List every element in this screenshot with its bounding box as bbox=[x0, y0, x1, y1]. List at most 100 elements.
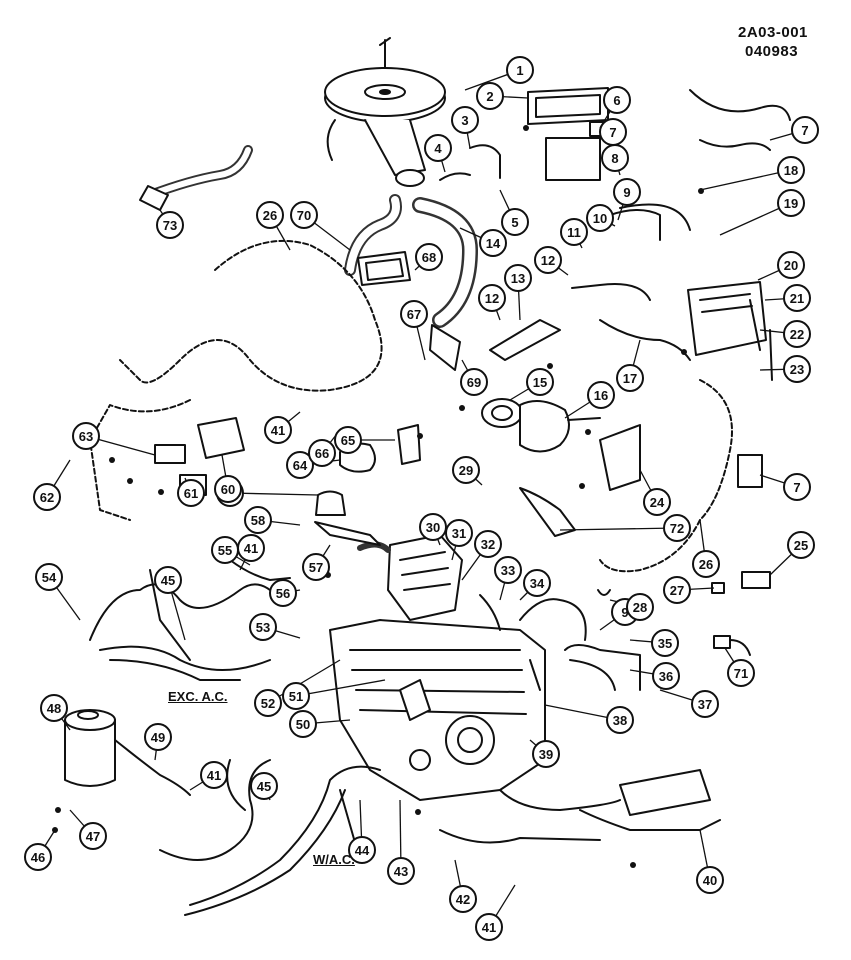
callout-42: 42 bbox=[449, 885, 477, 913]
callout-circle bbox=[506, 56, 534, 84]
callout-number: 39 bbox=[539, 747, 553, 762]
callout-16: 16 bbox=[587, 381, 615, 409]
callout-68: 68 bbox=[415, 243, 443, 271]
callout-circle bbox=[526, 368, 554, 396]
callout-circle bbox=[334, 426, 362, 454]
callout-number: 17 bbox=[623, 371, 637, 386]
callout-circle bbox=[663, 514, 691, 542]
callout-number: 68 bbox=[422, 250, 436, 265]
callout-number: 62 bbox=[40, 490, 54, 505]
connectors bbox=[597, 454, 771, 656]
callout-circle bbox=[616, 364, 644, 392]
callout-23: 23 bbox=[783, 355, 811, 383]
brackets bbox=[489, 299, 773, 537]
callout-circle bbox=[651, 629, 679, 657]
callout-48: 48 bbox=[40, 694, 68, 722]
callout-number: 33 bbox=[501, 563, 515, 578]
callout-circle bbox=[308, 439, 336, 467]
callout-26: 26 bbox=[256, 201, 284, 229]
callout-50: 50 bbox=[289, 710, 317, 738]
callout-number: 41 bbox=[244, 541, 258, 556]
callout-circle bbox=[400, 300, 428, 328]
callout-56: 56 bbox=[269, 579, 297, 607]
callout-circle bbox=[452, 456, 480, 484]
callout-34: 34 bbox=[523, 569, 551, 597]
callout-number: 11 bbox=[567, 225, 581, 240]
callout-circle bbox=[791, 116, 819, 144]
callout-26: 26 bbox=[692, 550, 720, 578]
callout-circle bbox=[156, 211, 184, 239]
callout-number: 12 bbox=[485, 291, 499, 306]
callout-73: 73 bbox=[156, 211, 184, 239]
callout-17: 17 bbox=[616, 364, 644, 392]
callout-number: 70 bbox=[297, 208, 311, 223]
callout-number: 30 bbox=[426, 520, 440, 535]
callout-number: 4 bbox=[434, 141, 442, 156]
callout-number: 56 bbox=[276, 586, 290, 601]
callout-number: 51 bbox=[289, 689, 303, 704]
air-cleaner bbox=[324, 37, 446, 187]
callout-circle bbox=[348, 836, 376, 864]
callout-circle bbox=[249, 613, 277, 641]
callout-circle bbox=[419, 513, 447, 541]
callout-number: 9 bbox=[623, 185, 630, 200]
callout-number: 32 bbox=[481, 537, 495, 552]
callout-circle bbox=[663, 576, 691, 604]
callout-leader bbox=[229, 492, 319, 496]
callout-63: 63 bbox=[72, 422, 100, 450]
callout-number: 7 bbox=[801, 123, 808, 138]
callout-circle bbox=[35, 563, 63, 591]
callout-number: 26 bbox=[263, 208, 277, 223]
callout-20: 20 bbox=[777, 251, 805, 279]
callout-72: 72 bbox=[663, 514, 691, 542]
wiring-harness bbox=[89, 239, 733, 573]
callout-53: 53 bbox=[249, 613, 277, 641]
callout-number: 41 bbox=[482, 920, 496, 935]
callout-number: 45 bbox=[257, 779, 271, 794]
callout-leader bbox=[295, 679, 386, 697]
callout-number: 12 bbox=[541, 253, 555, 268]
callout-19: 19 bbox=[777, 189, 805, 217]
callout-number: 69 bbox=[467, 375, 481, 390]
callout-47: 47 bbox=[79, 822, 107, 850]
callout-18: 18 bbox=[777, 156, 805, 184]
intake-manifold bbox=[329, 619, 546, 801]
callout-circle bbox=[494, 556, 522, 584]
callout-number: 5 bbox=[511, 215, 518, 230]
callout-circle bbox=[783, 320, 811, 348]
callout-67: 67 bbox=[400, 300, 428, 328]
callout-number: 67 bbox=[407, 307, 421, 322]
callout-circle bbox=[613, 178, 641, 206]
callout-number: 45 bbox=[161, 573, 175, 588]
callout-circle bbox=[534, 246, 562, 274]
callout-29: 29 bbox=[452, 456, 480, 484]
callout-number: 21 bbox=[790, 291, 804, 306]
callout-number: 34 bbox=[530, 576, 545, 591]
callout-circle bbox=[777, 156, 805, 184]
callout-3: 3 bbox=[451, 106, 479, 134]
callout-circle bbox=[33, 483, 61, 511]
callout-38: 38 bbox=[606, 706, 634, 734]
callout-leader bbox=[559, 527, 678, 531]
callout-number: 61 bbox=[184, 486, 198, 501]
callout-circle bbox=[474, 530, 502, 558]
callout-number: 3 bbox=[461, 113, 468, 128]
callout-number: 9 bbox=[621, 605, 628, 620]
diagram-date: 040983 bbox=[745, 43, 799, 60]
callout-24: 24 bbox=[643, 488, 671, 516]
callout-number: 35 bbox=[658, 636, 672, 651]
callout-64: 64 bbox=[286, 451, 314, 479]
callout-52: 52 bbox=[254, 689, 282, 717]
callout-number: 41 bbox=[207, 768, 221, 783]
callout-circle bbox=[256, 201, 284, 229]
callout-number: 60 bbox=[221, 482, 235, 497]
vacuum-harness-lower bbox=[159, 759, 381, 916]
callout-number: 50 bbox=[296, 717, 310, 732]
callout-31: 31 bbox=[445, 519, 473, 547]
callout-circle bbox=[787, 531, 815, 559]
callout-66: 66 bbox=[308, 439, 336, 467]
callout-circle bbox=[290, 201, 318, 229]
callout-circle bbox=[475, 913, 503, 941]
pump-pulley bbox=[481, 398, 601, 453]
